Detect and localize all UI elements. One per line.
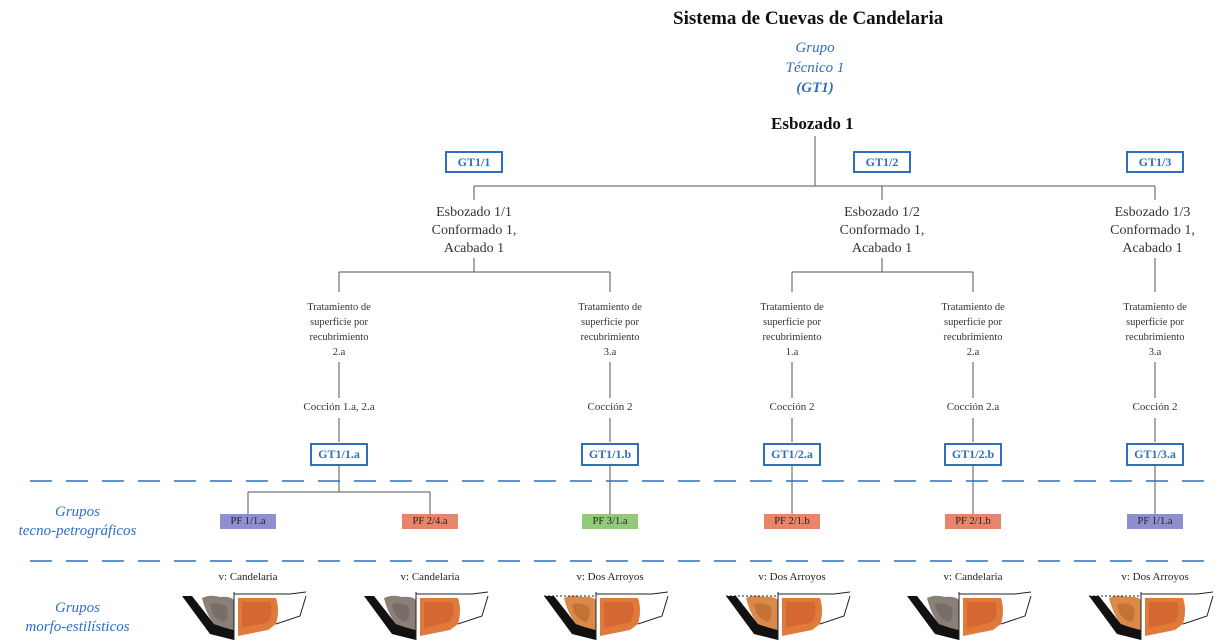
leaf-code-box: GT1/3.a [1126, 443, 1184, 466]
morpho-label-line: morfo-estilísticos [25, 619, 130, 635]
treatment-node: Tratamiento de superficie por recubrimie… [289, 300, 389, 360]
treatment-line: Tratamiento de [1123, 302, 1187, 313]
diagram-title: Sistema de Cuevas de Candelaria [673, 8, 944, 29]
treatment-node: Tratamiento de superficie por recubrimie… [1105, 300, 1205, 360]
treatment-line: superficie por [580, 317, 640, 328]
group-line2: Técnico 1 [785, 60, 845, 76]
treatment-line: 3.a [603, 347, 617, 358]
treatment-node: Tratamiento de superficie por recubrimie… [742, 300, 842, 360]
vessel-sherd-illustration [726, 591, 851, 640]
process-line: Esbozado 1/2 [844, 205, 920, 220]
treatment-line: superficie por [1125, 317, 1185, 328]
morpho-variety-label: v: Dos Arroyos [576, 571, 644, 583]
morpho-section-label: Grupos morfo-estilísticos [0, 599, 155, 637]
process-line: Acabado 1 [443, 241, 505, 256]
treatment-line: Tratamiento de [760, 302, 824, 313]
process-line: Esbozado 1/3 [1114, 205, 1191, 220]
petro-group-badge: PF 2/1.b [945, 514, 1001, 529]
vessel-sherd-illustration [364, 591, 489, 640]
subgroup-code-box: GT1/2 [853, 151, 911, 173]
coccion-node: Cocción 1.a, 2.a [284, 401, 394, 413]
treatment-line: recubrimiento [1125, 332, 1185, 343]
vessel-sherd-illustration [544, 591, 669, 640]
coccion-node: Cocción 2 [1110, 401, 1200, 413]
petro-group-badge: PF 2/4.a [402, 514, 458, 529]
vessel-sherd-illustration [182, 591, 307, 640]
group-label: Grupo Técnico 1 (GT1) [760, 38, 870, 98]
leaf-code-box: GT1/2.b [944, 443, 1002, 466]
petro-group-badge: PF 1/1.a [1127, 514, 1183, 529]
process-line: Conformado 1, [1110, 223, 1195, 238]
treatment-line: 2.a [966, 347, 980, 358]
petro-group-badge: PF 3/1.a [582, 514, 638, 529]
treatment-line: recubrimiento [943, 332, 1003, 343]
vessel-sherd-illustration [907, 591, 1032, 640]
coccion-node: Cocción 2 [565, 401, 655, 413]
process-node: Esbozado 1/1 Conformado 1, Acabado 1 [404, 204, 544, 258]
process-node: Esbozado 1/2 Conformado 1, Acabado 1 [812, 204, 952, 258]
petro-label-line: tecno-petrográficos [18, 523, 137, 539]
process-line: Esbozado 1/1 [436, 205, 512, 220]
subgroup-code-box: GT1/3 [1126, 151, 1184, 173]
petro-section-label: Grupos tecno-petrográficos [0, 503, 155, 541]
group-code: (GT1) [796, 80, 834, 96]
treatment-line: recubrimiento [762, 332, 822, 343]
process-line: Conformado 1, [431, 223, 517, 238]
morpho-variety-label: v: Candelaria [218, 571, 278, 583]
process-line: Acabado 1 [851, 241, 913, 256]
morpho-variety-label: v: Candelaria [400, 571, 460, 583]
process-line: Conformado 1, [839, 223, 925, 238]
treatment-line: 2.a [332, 347, 346, 358]
treatment-line: superficie por [309, 317, 369, 328]
treatment-line: Tratamiento de [307, 302, 371, 313]
morpho-label-line: Grupos [54, 600, 100, 616]
morpho-variety-label: v: Dos Arroyos [758, 571, 826, 583]
treatment-line: superficie por [943, 317, 1003, 328]
petro-group-badge: PF 1/1.a [220, 514, 276, 529]
treatment-line: superficie por [762, 317, 822, 328]
treatment-node: Tratamiento de superficie por recubrimie… [923, 300, 1023, 360]
petro-group-badge: PF 2/1.b [764, 514, 820, 529]
coccion-node: Cocción 2 [747, 401, 837, 413]
root-node: Esbozado 1 [771, 114, 854, 133]
treatment-line: Tratamiento de [578, 302, 642, 313]
treatment-line: Tratamiento de [941, 302, 1005, 313]
treatment-line: 1.a [785, 347, 799, 358]
treatment-node: Tratamiento de superficie por recubrimie… [560, 300, 660, 360]
petro-label-line: Grupos [54, 504, 100, 520]
treatment-line: 3.a [1148, 347, 1162, 358]
treatment-line: recubrimiento [309, 332, 369, 343]
coccion-node: Cocción 2.a [928, 401, 1018, 413]
vessel-sherd-illustration [1089, 591, 1214, 640]
leaf-code-box: GT1/1.a [310, 443, 368, 466]
leaf-code-box: GT1/1.b [581, 443, 639, 466]
subgroup-code-box: GT1/1 [445, 151, 503, 173]
morpho-variety-label: v: Candelaria [943, 571, 1003, 583]
morpho-variety-label: v: Dos Arroyos [1121, 571, 1189, 583]
treatment-line: recubrimiento [580, 332, 640, 343]
process-line: Acabado 1 [1122, 241, 1183, 256]
process-node: Esbozado 1/3 Conformado 1, Acabado 1 [1090, 204, 1215, 258]
leaf-code-box: GT1/2.a [763, 443, 821, 466]
group-line1: Grupo [795, 40, 835, 56]
